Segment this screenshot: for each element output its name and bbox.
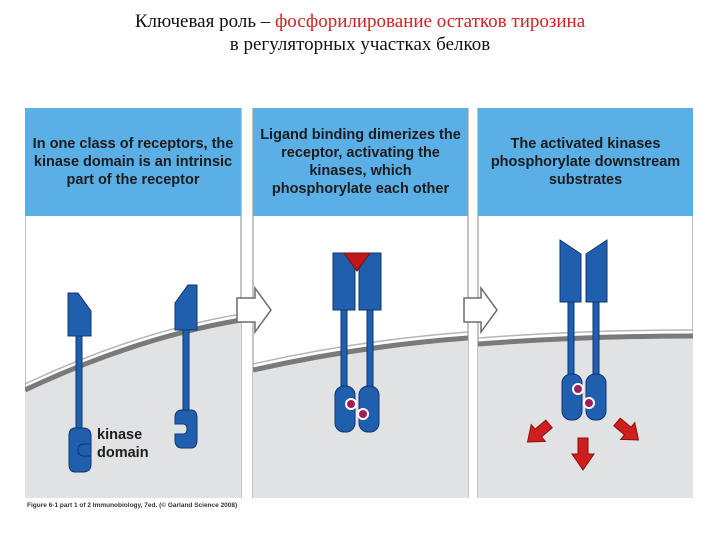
- receptor-1-extracellular-domain: [67, 292, 92, 337]
- panel-2-membrane-edge: [253, 331, 468, 365]
- transition-arrow-2: [463, 285, 498, 335]
- panel-1-membrane: [25, 317, 241, 393]
- title-plain: Ключевая роль –: [134, 11, 275, 32]
- figure: In one class of receptors, the kinase do…: [25, 108, 693, 498]
- receptor-2-extracellular-domain: [174, 284, 198, 331]
- receptor-1-kinase-domain: [68, 427, 92, 473]
- ligand-triangle: [343, 252, 371, 272]
- panel-3: [477, 108, 693, 498]
- panel-3-membrane-edge: [478, 329, 693, 339]
- transition-arrow-1: [236, 285, 272, 335]
- downstream-arrows: [526, 417, 640, 471]
- activated-left-kinase-domain: [561, 373, 583, 421]
- dimer-right-kinase-domain: [358, 385, 380, 433]
- downstream-arrow-left: [526, 419, 553, 443]
- activated-left-extracellular-domain: [559, 239, 582, 303]
- panel-3-cytoplasm: [478, 336, 693, 498]
- phosphate-group-4: [583, 397, 595, 409]
- receptor-2-kinase-domain: [174, 409, 198, 449]
- activated-left-stalk: [567, 301, 575, 383]
- receptor-monomer-1: [67, 292, 92, 473]
- panel-2-header: [253, 108, 468, 216]
- kinase-domain-label: kinase domain: [97, 427, 149, 461]
- panel-3-caption: The activated kinases phosphorylate down…: [490, 136, 681, 188]
- receptor-monomer-2: [174, 284, 198, 449]
- receptor-2-transmembrane-stalk: [182, 329, 190, 419]
- downstream-arrow-right: [613, 417, 640, 441]
- panel-1-membrane-edge: [25, 313, 241, 385]
- figure-credit: Figure 6-1 part 1 of 2 Immunobiology, 7e…: [27, 502, 238, 509]
- phosphate-group-3: [572, 383, 584, 395]
- panel-1-header: [25, 108, 241, 216]
- title-line-2: в регуляторных участках белков: [229, 34, 491, 55]
- receptor-dimer-activated: [559, 239, 608, 421]
- phosphate-group-2: [357, 408, 369, 420]
- panel-2-membrane: [253, 335, 468, 373]
- panel-1: [25, 108, 242, 498]
- dimer-left-kinase-domain: [334, 385, 356, 433]
- panel-3-header: [478, 108, 693, 216]
- dimer-right-stalk: [366, 309, 374, 391]
- panel-2-caption: Ligand binding dimerizes the receptor, a…: [260, 127, 461, 197]
- dimer-left-stalk: [340, 309, 348, 391]
- activated-right-extracellular-domain: [585, 239, 608, 303]
- title-line-1: Ключевая роль – фосфорилирование остатко…: [0, 10, 720, 33]
- panel-3-membrane: [478, 333, 693, 347]
- receptor-diagram: [25, 108, 693, 498]
- dimer-right-extracellular-domain: [358, 252, 382, 311]
- receptor-1-transmembrane-stalk: [75, 335, 83, 437]
- panel-2: [252, 108, 469, 498]
- slide-title: Ключевая роль – фосфорилирование остатко…: [0, 10, 720, 56]
- phosphate-group-1: [345, 398, 357, 410]
- activated-right-stalk: [592, 301, 600, 383]
- panel-1-caption: In one class of receptors, the kinase do…: [32, 136, 234, 188]
- receptor-dimer-ligand-bound: [332, 252, 382, 433]
- downstream-arrow-center: [571, 437, 595, 471]
- title-highlight: фосфорилирование остатков тирозина: [274, 11, 586, 32]
